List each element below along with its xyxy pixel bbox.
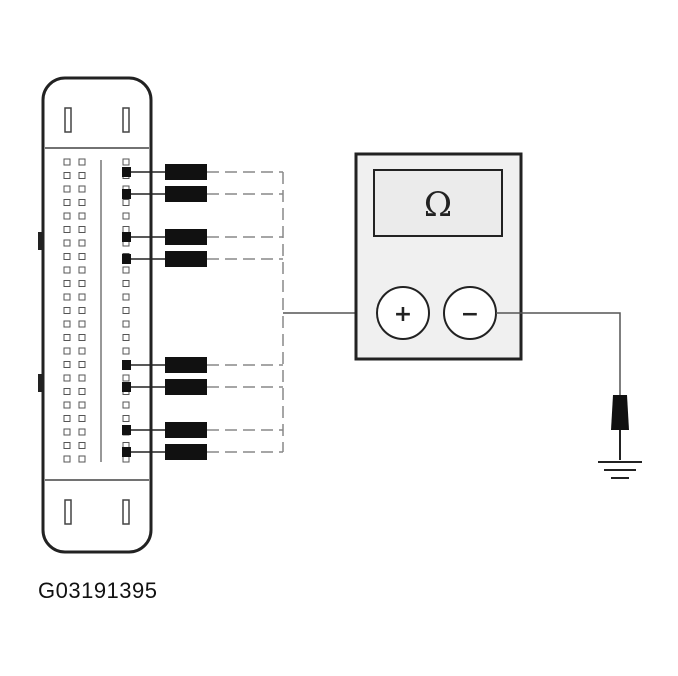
positive-terminal: [376, 286, 430, 340]
connector-slot: [122, 499, 130, 525]
connector-pin: [78, 334, 86, 341]
connector-pin: [78, 199, 86, 206]
connector-pin: [78, 280, 86, 287]
connector-pin: [63, 280, 71, 287]
connector-pin: [63, 293, 71, 301]
connector-pin: [78, 415, 86, 422]
ohm-symbol: Ω: [424, 185, 452, 225]
connector-pin: [63, 361, 71, 368]
figure-id-label: G03191395: [38, 578, 158, 603]
probed-pin: [122, 425, 131, 435]
connector-pin: [63, 158, 71, 166]
connector-pin: [63, 320, 71, 328]
negative-lead-wire: [496, 312, 621, 395]
connector-pin: [78, 374, 86, 382]
connector-pin: [63, 185, 71, 193]
connector-latch: [38, 374, 44, 392]
back-probe: [165, 444, 207, 460]
connector-pin: [78, 307, 86, 314]
connector-pin: [63, 428, 71, 436]
ground-probe: [611, 395, 629, 430]
connector-pin: [63, 239, 71, 247]
connector-pin: [63, 226, 71, 233]
ground-lead: [496, 312, 642, 479]
connector-pin: [122, 226, 130, 233]
connector-pin: [78, 293, 86, 301]
connector-pin: [63, 253, 71, 260]
back-probe: [165, 379, 207, 395]
back-probe: [165, 164, 207, 180]
connector-pin: [122, 307, 130, 314]
ohmmeter: Ω + −: [354, 152, 523, 361]
connector-pin: [78, 172, 86, 179]
connector-pin: [63, 347, 71, 355]
back-probe: [165, 229, 207, 245]
connector-pin: [122, 266, 130, 274]
probed-pin: [122, 360, 131, 370]
connector-pin: [122, 212, 130, 220]
connector-pin: [63, 401, 71, 409]
connector-pin: [63, 199, 71, 206]
connector-pin: [78, 428, 86, 436]
connector-pin: [78, 347, 86, 355]
probe-leads: [122, 164, 377, 460]
connector-pin: [63, 388, 71, 395]
positive-terminal-label: +: [394, 302, 412, 327]
connector-pin: [63, 415, 71, 422]
connector-pin: [63, 442, 71, 449]
probed-pin: [122, 254, 131, 264]
connector-pin: [78, 455, 86, 463]
connector-slot: [64, 107, 72, 133]
connector-pin: [122, 320, 130, 328]
connector-pin: [122, 415, 130, 422]
back-probe: [165, 186, 207, 202]
connector-pin: [78, 185, 86, 193]
connector-pin: [78, 212, 86, 220]
connector-pin: [63, 266, 71, 274]
meter-display: [373, 169, 503, 237]
connector-pin: [122, 401, 130, 409]
probed-pin: [122, 382, 131, 392]
connector-pin: [122, 334, 130, 341]
back-probe: [165, 357, 207, 373]
connector-pin: [78, 361, 86, 368]
connector-pin: [122, 347, 130, 355]
connector-pin: [63, 374, 71, 382]
connector: [38, 76, 153, 554]
connector-pin: [78, 442, 86, 449]
probed-pin: [122, 189, 131, 199]
connector-pin: [78, 320, 86, 328]
connector-pin: [122, 158, 130, 166]
connector-pin: [63, 455, 71, 463]
connector-pin: [122, 280, 130, 287]
connector-pin: [63, 307, 71, 314]
connector-slot: [64, 499, 72, 525]
probed-pin: [122, 232, 131, 242]
connector-pin: [122, 293, 130, 301]
connector-pin: [122, 199, 130, 206]
connector-pin: [78, 401, 86, 409]
connector-pin: [78, 226, 86, 233]
connector-pin: [78, 239, 86, 247]
connector-pin: [78, 388, 86, 395]
probed-pin: [122, 167, 131, 177]
connector-pin: [78, 253, 86, 260]
back-probe: [165, 422, 207, 438]
back-probe: [165, 251, 207, 267]
negative-terminal-label: −: [461, 302, 479, 327]
pin-grid: [63, 158, 130, 463]
connector-slot: [122, 107, 130, 133]
connector-pin: [78, 266, 86, 274]
connector-pin: [78, 158, 86, 166]
connector-latch: [38, 232, 44, 250]
connector-pin: [122, 374, 130, 382]
probed-pin: [122, 447, 131, 457]
connector-housing: [41, 76, 153, 554]
connector-pin: [63, 334, 71, 341]
connector-pin: [63, 212, 71, 220]
connector-pin: [63, 172, 71, 179]
